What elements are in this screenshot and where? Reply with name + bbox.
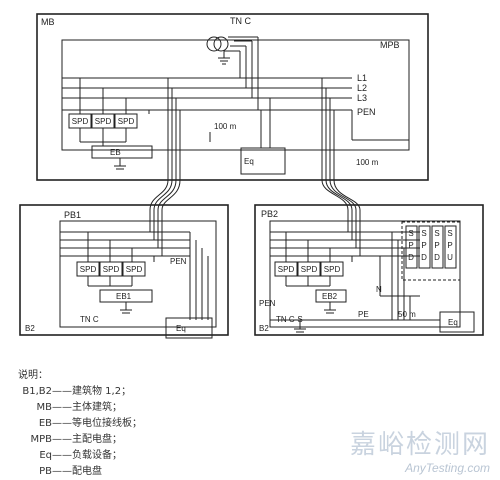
legend-item: Eq——负载设备； <box>18 448 142 464</box>
pb2-pe-label: PE <box>358 310 369 319</box>
spd-v-letter: S <box>408 229 413 238</box>
pb2-building-label: B2 <box>259 324 269 333</box>
pb1-eq-box <box>165 317 213 339</box>
spd-v-letter: D <box>408 253 414 262</box>
legend-term: EB <box>38 418 52 429</box>
pb2-spd-v3 <box>431 225 444 269</box>
legend-term: MB <box>36 402 53 413</box>
pb2-spd-vertical-labels: S P D S P D S P D S P U <box>408 229 453 262</box>
eb-main-bar <box>91 145 153 159</box>
pb1-spd-group: SPD SPD SPD <box>76 261 146 277</box>
pb2-building-frame <box>254 204 484 336</box>
transformer-secondary <box>213 36 229 52</box>
spd-v-letter: S <box>434 229 439 238</box>
spd-label: SPD <box>118 117 135 126</box>
spd-label: SPD <box>80 265 97 274</box>
pb2-system-label: TN C-S <box>276 315 303 324</box>
legend-desc: ——主体建筑； <box>52 402 122 413</box>
legend-term: Eq <box>39 450 52 461</box>
watermark: 嘉峪检测网 AnyTesting.com <box>350 424 490 475</box>
pb2-eq-label: Eq <box>448 318 458 327</box>
spd-label: SPD <box>126 265 143 274</box>
pb1-cabinet <box>59 220 217 328</box>
legend-item: PB——配电盘 <box>18 464 142 480</box>
distance-50m: 50 m <box>398 310 416 319</box>
pb2-label: PB2 <box>261 209 278 219</box>
spd-v-letter: U <box>447 253 453 262</box>
watermark-cn: 嘉峪检测网 <box>349 430 490 460</box>
conductor-l1: L1 <box>357 73 367 83</box>
legend-term: PB <box>39 466 52 477</box>
pb2-eb-label: EB2 <box>322 292 338 301</box>
legend-title: 说明： <box>18 370 48 381</box>
spd-v-letter: S <box>421 229 426 238</box>
spd-label: SPD <box>324 265 341 274</box>
spd-label: SPD <box>95 117 112 126</box>
spd-v-letter: P <box>447 241 452 250</box>
conductor-pen: PEN <box>357 107 376 117</box>
pb1-building-label: B2 <box>25 324 35 333</box>
conductor-l2: L2 <box>357 83 367 93</box>
pb2-n-label: N <box>376 285 382 294</box>
spd-label: SPD <box>278 265 295 274</box>
spd-label: SPD <box>72 117 89 126</box>
legend-desc: ——主配电盘； <box>52 434 122 445</box>
legend-item: MB——主体建筑； <box>18 400 142 416</box>
pb1-pen-label: PEN <box>170 257 187 266</box>
pb1-system-label: TN C <box>80 315 99 324</box>
pb2-spd-v4 <box>444 225 457 269</box>
mpb-cabinet <box>61 39 410 151</box>
pb2-spd-v2 <box>418 225 431 269</box>
spd-label: SPD <box>301 265 318 274</box>
legend-desc: ——等电位接线板； <box>52 418 142 429</box>
legend-term: MPB <box>30 434 52 445</box>
spd-v-letter: S <box>447 229 452 238</box>
distance-100m-a: 100 m <box>214 122 237 131</box>
pb1-building-frame <box>19 204 229 336</box>
legend: 说明： B1,B2——建筑物 1,2； MB——主体建筑； EB——等电位接线板… <box>18 368 142 480</box>
pb1-eq-label: Eq <box>176 324 186 333</box>
pb2-pen-label: PEN <box>259 299 276 308</box>
pb2-spd-v1 <box>405 225 418 269</box>
mpb-label: MPB <box>380 40 400 50</box>
main-system-label: TN C <box>230 16 251 26</box>
legend-item: B1,B2——建筑物 1,2； <box>18 384 142 400</box>
legend-desc: ——负载设备； <box>52 450 122 461</box>
mb-frame <box>36 13 429 181</box>
watermark-en: AnyTesting.com <box>405 461 490 475</box>
legend-item: EB——等电位接线板； <box>18 416 142 432</box>
spd-v-letter: P <box>408 241 413 250</box>
pb1-label: PB1 <box>64 210 81 220</box>
spd-v-letter: P <box>421 241 426 250</box>
legend-term: B1,B2 <box>22 386 52 397</box>
eq-main <box>240 147 286 175</box>
pb2-eq-box <box>439 311 475 333</box>
pb2-eb-bar <box>315 289 347 303</box>
eq-main-label: Eq <box>244 157 254 166</box>
legend-desc: ——配电盘 <box>52 466 102 477</box>
distance-100m-b: 100 m <box>356 158 379 167</box>
spd-label: SPD <box>103 265 120 274</box>
transformer-primary <box>206 36 222 52</box>
mb-label: MB <box>41 17 55 27</box>
conductor-l3: L3 <box>357 93 367 103</box>
pb1-eb-label: EB1 <box>116 292 132 301</box>
pb2-spd-group <box>401 221 461 281</box>
pb2-spd-group-h: SPD SPD SPD <box>274 261 344 277</box>
eb-main-label: EB <box>110 148 121 157</box>
legend-desc: ——建筑物 1,2； <box>52 386 132 397</box>
spd-v-letter: D <box>421 253 427 262</box>
spd-v-letter: P <box>434 241 439 250</box>
spd-v-letter: D <box>434 253 440 262</box>
main-spd-group: SPD SPD SPD <box>68 113 138 129</box>
legend-item: MPB——主配电盘； <box>18 432 142 448</box>
